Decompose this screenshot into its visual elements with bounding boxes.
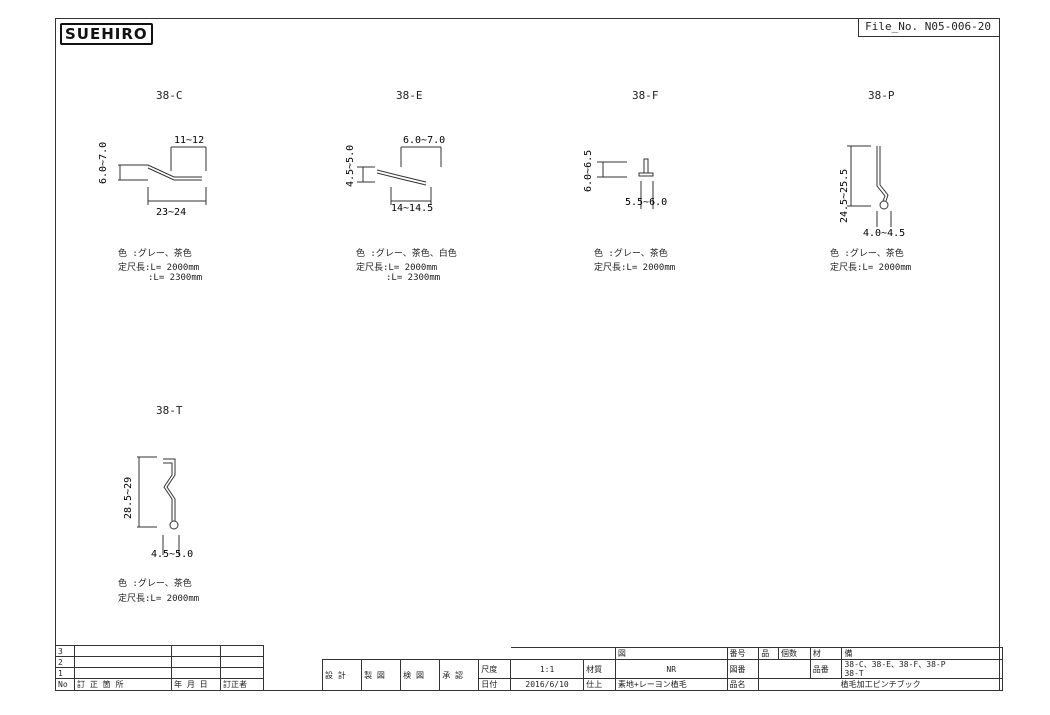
- part-length-38-c: 定尺長:L= 2000mm: [118, 263, 200, 273]
- revision-row: 2: [55, 656, 264, 668]
- revision-table: 3 2 1 No 訂 正 箇 所 年 月 日 訂正者: [55, 645, 264, 691]
- revision-col-location: 訂 正 箇 所: [74, 678, 172, 691]
- title-block-header-row: 図 番号 品 個数 材 備: [323, 647, 1003, 660]
- material-label: 材質: [583, 659, 616, 679]
- header-cell: 個数: [777, 647, 811, 660]
- part-length-38-t: 定尺長:L= 2000mm: [118, 594, 200, 604]
- header-cell: 材: [809, 647, 843, 660]
- dim-38-e-top: 6.0~7.0: [403, 135, 445, 146]
- drawing-38-p: 24.5~25.5 4.0~4.5: [839, 145, 905, 239]
- part-title-38-e: 38-E: [396, 89, 423, 102]
- approval-approve: 承 認: [439, 659, 480, 691]
- part-length-38-e: 定尺長:L= 2000mm: [356, 263, 438, 273]
- logo-text: SUEHIRO: [60, 23, 153, 45]
- drawing-sheet: SUEHIRO File_No. N05-006-20 38-C 11~12 6…: [55, 18, 1003, 691]
- scale-value: 1:1: [509, 659, 585, 679]
- drawing-38-t: 28.5~29 4.5~5.0: [123, 456, 193, 560]
- drawing-no-label: 図番: [726, 659, 760, 679]
- product-no-2: 38-T: [844, 669, 864, 678]
- revision-header-row: No 訂 正 箇 所 年 月 日 訂正者: [55, 678, 264, 691]
- dim-38-p-side: 24.5~25.5: [839, 169, 850, 223]
- drawing-38-e: 6.0~7.0 4.5~5.0 14~14.5: [345, 135, 445, 214]
- date-value: 2016/6/10: [509, 678, 585, 691]
- revision-col-corrector: 訂正者: [220, 678, 264, 691]
- revision-row: 3: [55, 645, 264, 657]
- file-number: File_No. N05-006-20: [858, 19, 999, 37]
- finish-value: 素地+レーヨン植毛: [614, 678, 728, 691]
- revision-no: 3: [55, 645, 75, 657]
- part-title-38-p: 38-P: [868, 89, 895, 102]
- product-no-label: 品番: [809, 659, 843, 679]
- dim-38-p-bottom: 4.0~4.5: [863, 228, 905, 239]
- part-color-38-e: 色 :グレー、茶色、白色: [356, 249, 457, 259]
- product-name: 植毛加工ピンチブック: [758, 678, 1003, 691]
- title-block: 図 番号 品 個数 材 備 設 計 製 図 検 図 承 認 尺度 1:1 材質 …: [321, 647, 1003, 691]
- dim-38-c-top: 11~12: [174, 135, 204, 146]
- header-cell: 図: [614, 647, 728, 660]
- header-cell: 品: [758, 647, 779, 660]
- dim-38-c-bottom: 23~24: [156, 207, 186, 217]
- part-title-38-c: 38-C: [156, 89, 183, 102]
- part-color-38-p: 色 :グレー、茶色: [830, 249, 904, 259]
- approval-drafting: 製 図: [361, 659, 402, 691]
- date-label: 日付: [478, 678, 511, 691]
- revision-no: 2: [55, 656, 75, 668]
- title-block-row-1: 設 計 製 図 検 図 承 認 尺度 1:1 材質 NR 図番 品番 38-C、…: [321, 659, 1003, 691]
- drawing-38-f: 6.0~6.5 5.5~6.0: [583, 150, 667, 209]
- part-length2-38-e: :L= 2300mm: [386, 273, 441, 283]
- drawing-38-c: 11~12 6.0~7.0 23~24: [98, 135, 207, 217]
- dim-38-e-side: 4.5~5.0: [345, 145, 356, 187]
- title-block-row-2: 日付 2016/6/10 仕上 素地+レーヨン植毛 品名 植毛加工ピンチブック: [323, 678, 1003, 691]
- material-value: NR: [614, 659, 728, 679]
- part-color-38-c: 色 :グレー、茶色: [118, 249, 192, 259]
- part-length-38-f: 定尺長:L= 2000mm: [594, 263, 676, 273]
- header-cell: 備: [841, 647, 1003, 660]
- part-length-38-p: 定尺長:L= 2000mm: [830, 263, 912, 273]
- scale-label: 尺度: [478, 659, 511, 679]
- part-length2-38-c: :L= 2300mm: [148, 273, 203, 283]
- part-color-38-t: 色 :グレー、茶色: [118, 579, 192, 589]
- revision-col-date: 年 月 日: [171, 678, 221, 691]
- part-title-38-f: 38-F: [632, 89, 659, 102]
- company-logo: SUEHIRO: [60, 23, 153, 45]
- dim-38-f-bottom: 5.5~6.0: [625, 197, 667, 208]
- part-color-38-f: 色 :グレー、茶色: [594, 249, 668, 259]
- finish-label: 仕上: [583, 678, 616, 691]
- revision-col-no: No: [55, 678, 75, 691]
- product-no: 38-C、38-E、38-F、38-P: [844, 660, 946, 669]
- revision-row: 1: [55, 667, 264, 679]
- approval-design: 設 計: [321, 659, 363, 691]
- dim-38-e-bottom: 14~14.5: [391, 203, 433, 214]
- header-cell: 番号: [726, 647, 760, 660]
- revision-no: 1: [55, 667, 75, 679]
- part-title-38-t: 38-T: [156, 404, 183, 417]
- dim-38-f-side: 6.0~6.5: [583, 150, 594, 192]
- dim-38-t-bottom: 4.5~5.0: [151, 549, 193, 560]
- approval-check: 検 図: [400, 659, 441, 691]
- product-name-label: 品名: [726, 678, 760, 691]
- dim-38-t-side: 28.5~29: [123, 477, 134, 519]
- dim-38-c-side: 6.0~7.0: [98, 142, 109, 184]
